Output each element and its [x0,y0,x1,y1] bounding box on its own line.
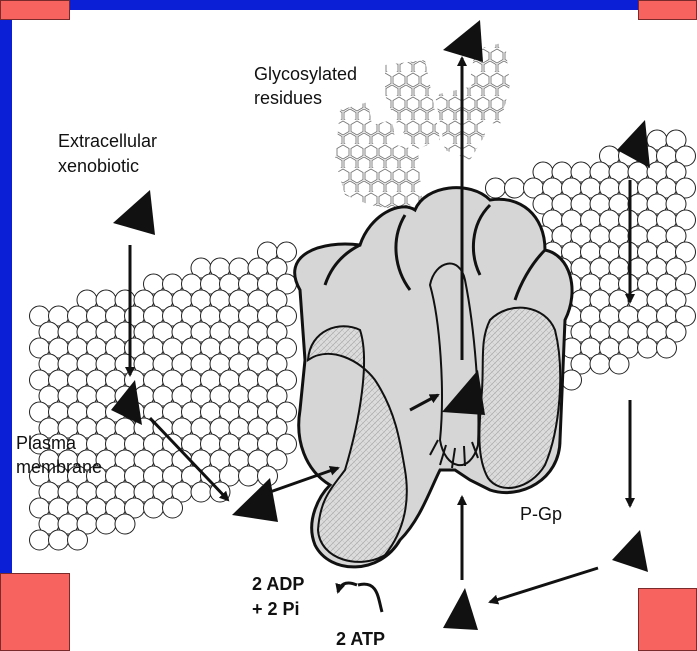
label-adp-line2: + 2 Pi [252,598,300,620]
label-atp: 2 ATP [336,628,385,650]
xenobiotic-triangle-top [443,20,483,62]
lipid-head [96,514,116,534]
lipid-head [590,354,610,374]
lipid-head [115,514,135,534]
lipid-head [144,498,164,518]
label-plasma-line2: membrane [16,456,102,478]
lipid-head [191,482,211,502]
xenobiotic-triangle-extracellular [113,190,155,235]
lipid-head [163,498,183,518]
lipid-head [49,530,69,550]
xenobiotic-triangle-right-bottom [612,530,648,572]
lipid-head [239,466,259,486]
lipid-head [657,338,677,358]
adp-arrow [338,583,357,592]
label-adp-line1: 2 ADP [252,573,304,595]
label-extracellular-line1: Extracellular [58,130,157,152]
xenobiotic-triangle-cytosol [443,588,478,630]
lipid-head [638,338,658,358]
lipid-head [68,530,88,550]
label-extracellular-line2: xenobiotic [58,155,139,177]
lipid-head [30,530,50,550]
return-arrow-left [490,568,598,602]
label-glycosylated-line1: Glycosylated [254,63,357,85]
lipid-head [609,354,629,374]
label-glycosylated-line2: residues [254,87,322,109]
lipid-head [562,370,582,390]
xenobiotic-triangle-inner-leaflet [232,478,278,522]
glycosylated-residues-cluster [335,42,510,210]
lipid-head [505,178,525,198]
atp-curve [358,584,382,612]
label-plasma-line1: Plasma [16,432,76,454]
label-pgp: P-Gp [520,503,562,525]
lipid-head [486,178,506,198]
